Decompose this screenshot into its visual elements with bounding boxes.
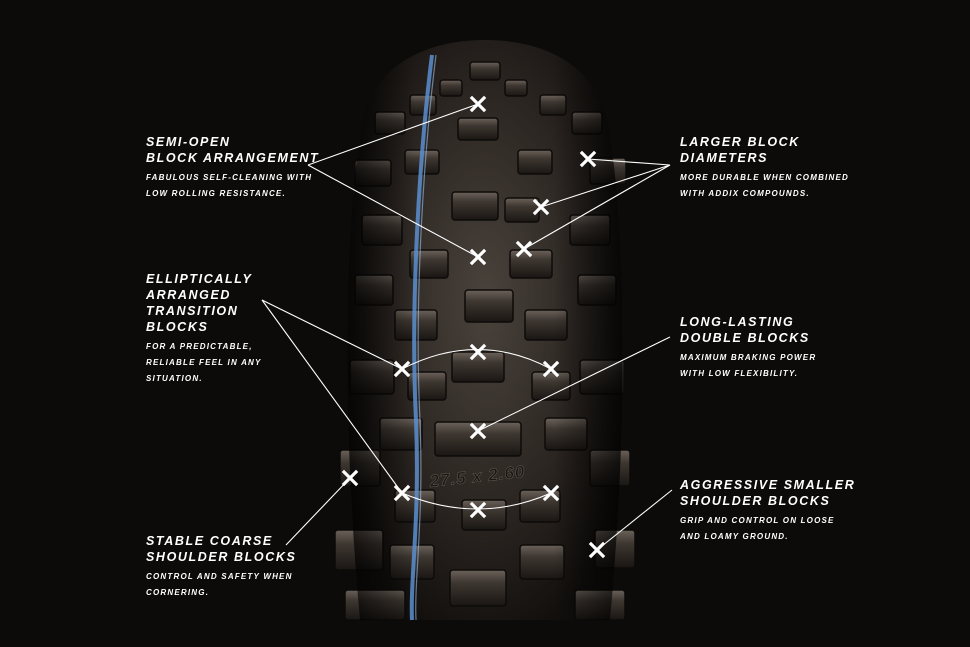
leader-ellip-2 [261,299,403,494]
x-marker [393,360,411,378]
x-marker [469,95,487,113]
x-marker [588,541,606,559]
leader-larger-3 [523,164,671,250]
x-marker [532,198,550,216]
x-markers [341,95,606,559]
sidewall-stripe [409,54,434,621]
x-marker [515,240,533,258]
callout-desc: MAXIMUM BRAKING POWER WITH LOW FLEXIBILI… [680,353,817,378]
leader-aggr [596,489,673,551]
callout-title: SEMI-OPEN BLOCK ARRANGEMENT [146,135,320,165]
leader-stable [285,477,351,546]
callout-desc: CONTROL AND SAFETY WHEN CORNERING. [146,572,293,597]
leader-long [477,336,671,432]
x-marker [341,469,359,487]
x-marker [542,360,560,378]
leader-larger-1 [587,158,671,166]
callout-semi-open: SEMI-OPEN BLOCK ARRANGEMENT FABULOUS SEL… [146,134,319,202]
callout-desc: FABULOUS SELF-CLEANING WITH LOW ROLLING … [146,173,313,198]
callout-desc: MORE DURABLE WHEN COMBINED WITH ADDIX CO… [680,173,849,198]
callout-desc: FOR A PREDICTABLE, RELIABLE FEEL IN ANY … [146,342,262,383]
callout-title: STABLE COARSE SHOULDER BLOCKS [146,534,297,564]
callout-long-lasting: LONG-LASTING DOUBLE BLOCKS MAXIMUM BRAKI… [680,314,816,382]
callout-stable: STABLE COARSE SHOULDER BLOCKS CONTROL AN… [146,533,296,601]
callout-title: LONG-LASTING DOUBLE BLOCKS [680,315,810,345]
leader-larger-2 [540,164,671,208]
x-marker [469,501,487,519]
callout-title: LARGER BLOCK DIAMETERS [680,135,800,165]
callout-aggressive: AGGRESSIVE SMALLER SHOULDER BLOCKS GRIP … [680,477,855,545]
x-marker [542,484,560,502]
x-marker [469,248,487,266]
x-marker [579,150,597,168]
leader-semi-1 [307,103,479,166]
x-marker [393,484,411,502]
callout-elliptical: ELLIPTICALLY ARRANGED TRANSITION BLOCKS … [146,271,262,387]
callout-title: AGGRESSIVE SMALLER SHOULDER BLOCKS [680,478,856,508]
x-marker [469,422,487,440]
callout-larger: LARGER BLOCK DIAMETERS MORE DURABLE WHEN… [680,134,849,202]
tire-side-shading [347,40,623,620]
leader-ellip-1 [261,299,403,370]
x-marker [469,343,487,361]
leader-semi-2 [307,164,479,258]
callout-desc: GRIP AND CONTROL ON LOOSE AND LOAMY GROU… [680,516,835,541]
callout-title: ELLIPTICALLY ARRANGED TRANSITION BLOCKS [146,272,253,334]
